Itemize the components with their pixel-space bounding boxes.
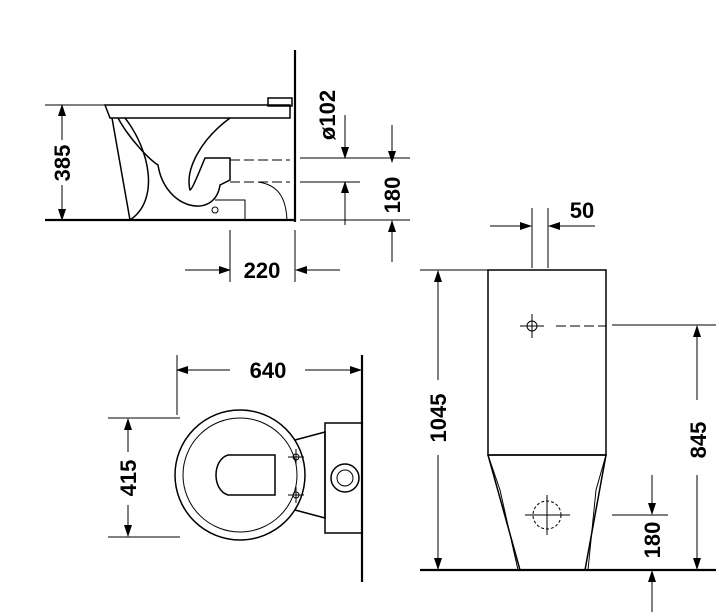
dim-front-offset: 50: [570, 198, 594, 223]
dim-side-outlet-distance: 220: [244, 258, 281, 283]
dim-front-outlet-height: 180: [640, 522, 665, 559]
top-view: 640 415: [108, 355, 364, 582]
dimension-845: 845: [612, 324, 716, 570]
dimension-385: 385: [45, 104, 105, 221]
dim-front-inlet-height: 845: [686, 422, 711, 459]
toilet-front-outline: [487, 269, 607, 571]
dimension-1045: 1045: [420, 269, 488, 570]
dim-top-length: 640: [250, 358, 287, 383]
dim-top-width: 415: [116, 460, 141, 497]
dimension-side-180: 180: [300, 125, 410, 262]
dim-side-height: 385: [50, 145, 75, 182]
dimension-50: 50: [490, 198, 595, 268]
front-view: 50 1045 845 180: [420, 198, 716, 612]
dimension-220: 220: [185, 230, 340, 283]
toilet-side-outline: [103, 97, 293, 221]
dimension-640: 640: [176, 355, 362, 415]
dim-pipe-diameter: ø102: [315, 90, 340, 140]
dimension-pipe-diameter: ø102: [300, 90, 410, 225]
dim-front-total-height: 1045: [426, 394, 451, 443]
dimension-front-180: 180: [612, 475, 668, 612]
dimension-415: 415: [108, 417, 180, 538]
dim-side-outlet-height: 180: [380, 177, 405, 214]
side-view: 385 ø102 180 220: [45, 50, 410, 283]
toilet-top-outline: [174, 409, 363, 541]
